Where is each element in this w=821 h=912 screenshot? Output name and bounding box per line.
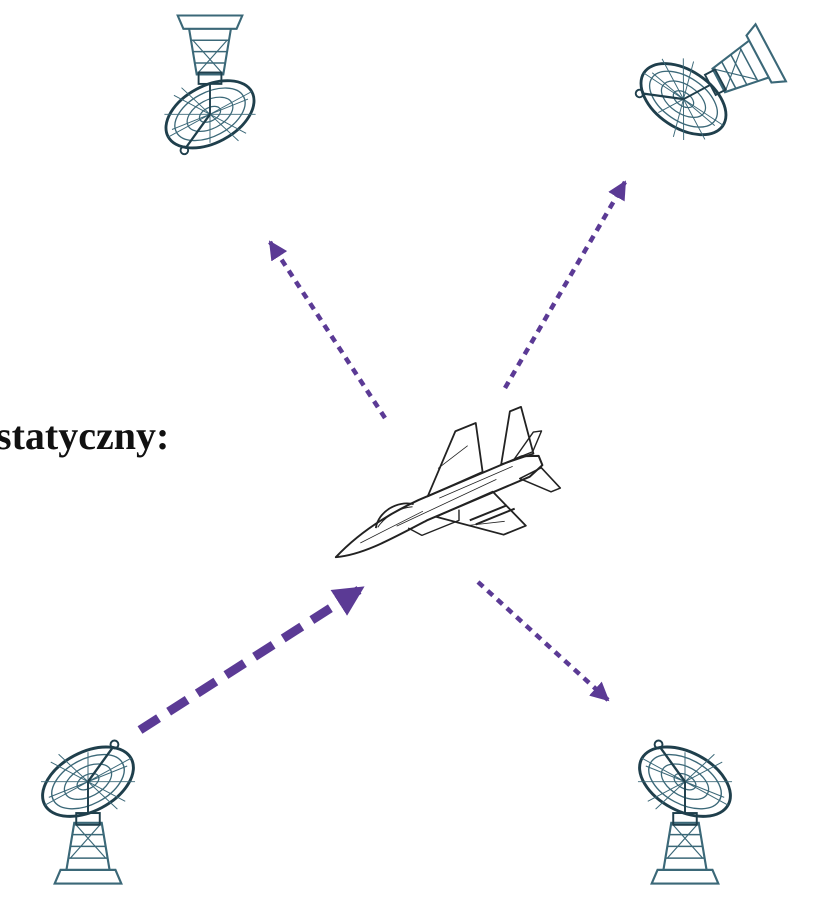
fighter-jet-icon bbox=[309, 401, 572, 596]
radar-dish-icon bbox=[628, 733, 742, 884]
radar-dish-icon bbox=[155, 15, 266, 161]
arrow-from-bottom-left-dish bbox=[140, 588, 362, 730]
arrow-to-top-left-dish bbox=[270, 242, 385, 418]
radar-dish-icon bbox=[616, 4, 797, 170]
radar-dish-icon bbox=[31, 733, 145, 884]
arrow-to-bottom-right-dish bbox=[478, 582, 608, 700]
arrow-to-top-right-dish bbox=[505, 182, 625, 388]
